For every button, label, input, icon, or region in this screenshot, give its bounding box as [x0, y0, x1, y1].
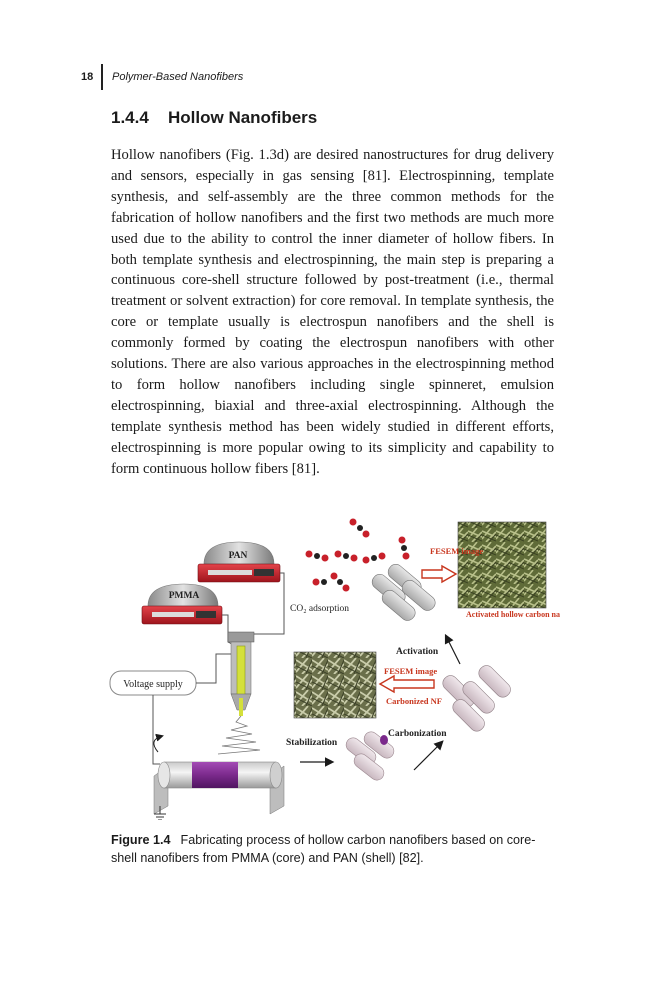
caption-text: Fabricating process of hollow carbon nan…	[111, 833, 536, 865]
running-title: Polymer-Based Nanofibers	[112, 71, 244, 83]
pmma-syringe-pump: PMMA	[141, 583, 223, 625]
section-heading: 1.4.4 Hollow Nanofibers	[111, 108, 317, 128]
section-number: 1.4.4	[111, 108, 149, 127]
fesem-top-label: FESEM image	[430, 546, 483, 556]
carbonization-label: Carbonization	[388, 729, 447, 739]
activated-tubes	[371, 563, 436, 621]
activation-label: Activation	[396, 647, 439, 657]
fesem-carbonized-image	[293, 651, 377, 719]
coaxial-nozzle	[227, 631, 255, 716]
pan-syringe-pump: PAN	[197, 541, 281, 583]
carbonization-arrow	[413, 740, 444, 771]
voltage-wire	[196, 653, 231, 684]
page-number: 18	[81, 71, 94, 83]
fesem-mid-arrow	[378, 674, 435, 694]
activation-arrow	[444, 633, 461, 665]
co2-adsorption-label: CO₂ adsorption	[290, 604, 349, 614]
carbonized-tubes	[442, 665, 511, 732]
carbonized-label: Carbonized NF	[386, 696, 442, 706]
fesem-activated-image	[457, 521, 547, 609]
rotating-collector	[153, 733, 285, 821]
fesem-mid-label: FESEM image	[384, 666, 437, 676]
activated-label: Activated hollow carbon nanofibers	[466, 610, 560, 619]
stabilized-tubes	[345, 731, 395, 781]
section-title: Hollow Nanofibers	[168, 108, 318, 127]
fiber-jet	[217, 715, 261, 755]
figure-1-4: PAN PMMA Voltage supply Stabilization	[104, 514, 588, 821]
body-paragraph: Hollow nanofibers (Fig. 1.3d) are desire…	[111, 147, 554, 477]
voltage-supply-label: Voltage supply	[123, 679, 183, 690]
process-diagram: PAN PMMA Voltage supply Stabilization	[109, 518, 588, 821]
pan-label: PAN	[229, 551, 248, 561]
header-divider	[101, 64, 103, 90]
ground-wire	[152, 695, 160, 765]
stabilization-label: Stabilization	[286, 738, 338, 748]
fesem-top-arrow	[421, 564, 458, 584]
running-header: 18 Polymer-Based Nanofibers	[81, 64, 243, 90]
pmma-label: PMMA	[169, 591, 200, 601]
co2-molecules	[305, 518, 410, 592]
figure-label: Figure 1.4	[111, 833, 171, 847]
